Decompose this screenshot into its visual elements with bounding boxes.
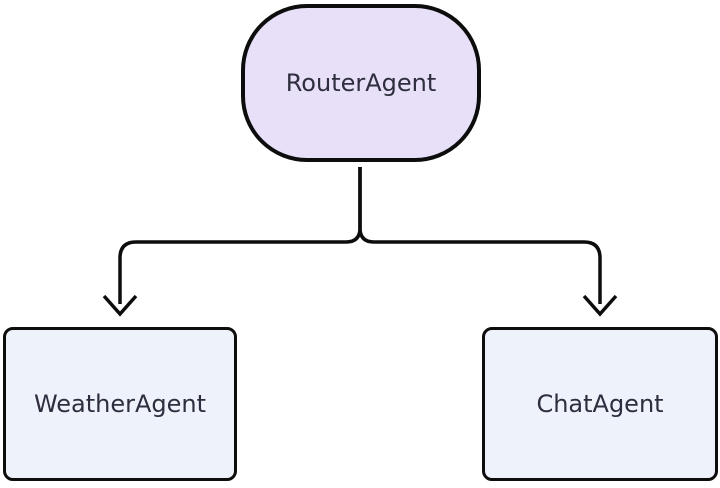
node-weatheragent-label: WeatherAgent — [33, 389, 207, 418]
chatagent-arrowhead-icon — [582, 294, 618, 317]
node-chatagent-label: ChatAgent — [536, 389, 664, 418]
node-routeragent: RouterAgent — [241, 4, 481, 162]
weatheragent-arrowhead-icon — [102, 294, 138, 317]
edge-router-to-weatheragent — [118, 167, 362, 304]
node-chatagent: ChatAgent — [482, 327, 718, 481]
edge-router-to-chatagent — [358, 167, 602, 304]
node-routeragent-label: RouterAgent — [285, 68, 437, 97]
node-weatheragent: WeatherAgent — [3, 327, 237, 481]
